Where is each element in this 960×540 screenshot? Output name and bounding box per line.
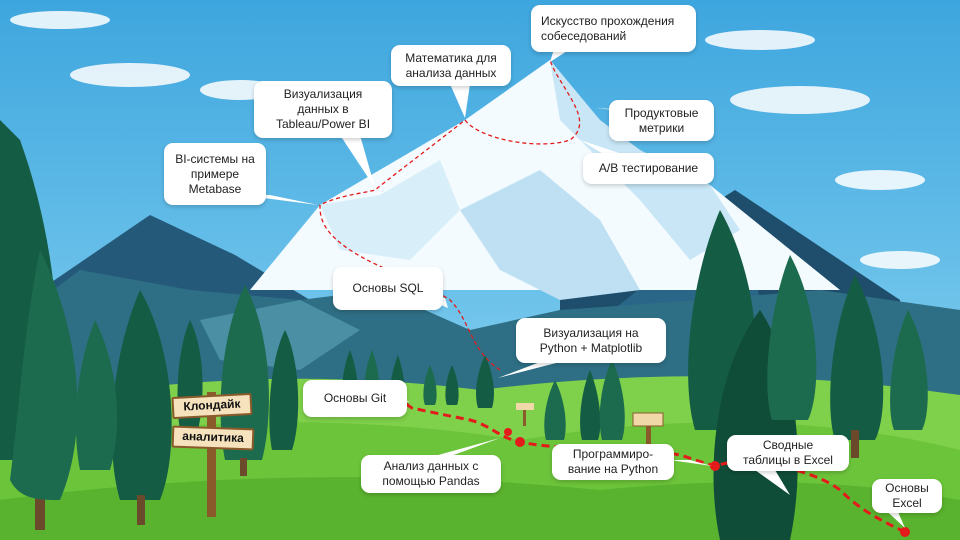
callout-math: Математика для анализа данных (391, 45, 511, 86)
signpost-line2: аналитика (182, 428, 245, 446)
callout-git: Основы Git (303, 380, 407, 417)
route-markers (504, 428, 910, 537)
callout-math-text: Математика для анализа данных (405, 50, 497, 80)
callout-sql: Основы SQL (333, 267, 443, 310)
signpost-board-top: Клондайк (171, 392, 253, 420)
callout-git-text: Основы Git (323, 391, 387, 405)
callout-pivot: Сводные таблицы в Excel (727, 435, 849, 471)
callout-metrics: Продуктовые метрики (609, 100, 714, 141)
callout-pandas-text: Анализ данных с помощью Pandas (382, 459, 480, 488)
callout-matplotlib-text: Визуализация на Python + Matplotlib (539, 325, 643, 355)
trees (0, 120, 928, 540)
callout-interview: Искусство прохождения собеседований (531, 5, 696, 52)
callout-pandas: Анализ данных с помощью Pandas (361, 455, 501, 493)
callout-pivot-text: Сводные таблицы в Excel (743, 438, 833, 467)
small-signposts (516, 403, 664, 446)
callout-sql-text: Основы SQL (352, 281, 424, 295)
callout-tableau-text: Визуализация данных в Tableau/Power BI (275, 87, 371, 131)
callout-matplotlib: Визуализация на Python + Matplotlib (516, 318, 666, 363)
callout-bi-text: BI-системы на примере Metabase (175, 151, 255, 196)
signpost-board-bottom: аналитика (171, 425, 255, 451)
clouds (10, 11, 940, 269)
callout-python-text: Программиро- вание на Python (567, 447, 659, 476)
callout-python: Программиро- вание на Python (552, 444, 674, 480)
callout-ab-text: A/B тестирование (598, 161, 699, 175)
callout-ab: A/B тестирование (583, 153, 714, 184)
grass-route (396, 389, 906, 534)
callout-tableau: Визуализация данных в Tableau/Power BI (254, 81, 392, 138)
signpost-pole (207, 392, 216, 517)
callout-excel-text: Основы Excel (885, 481, 929, 510)
callout-excel: Основы Excel (872, 479, 942, 513)
callout-bi: BI-системы на примере Metabase (164, 143, 266, 205)
callout-metrics-text: Продуктовые метрики (624, 105, 699, 135)
mountain-route (319, 59, 581, 371)
signpost-line1: Клондайк (183, 396, 241, 414)
callout-interview-text: Искусство прохождения собеседований (541, 13, 675, 43)
